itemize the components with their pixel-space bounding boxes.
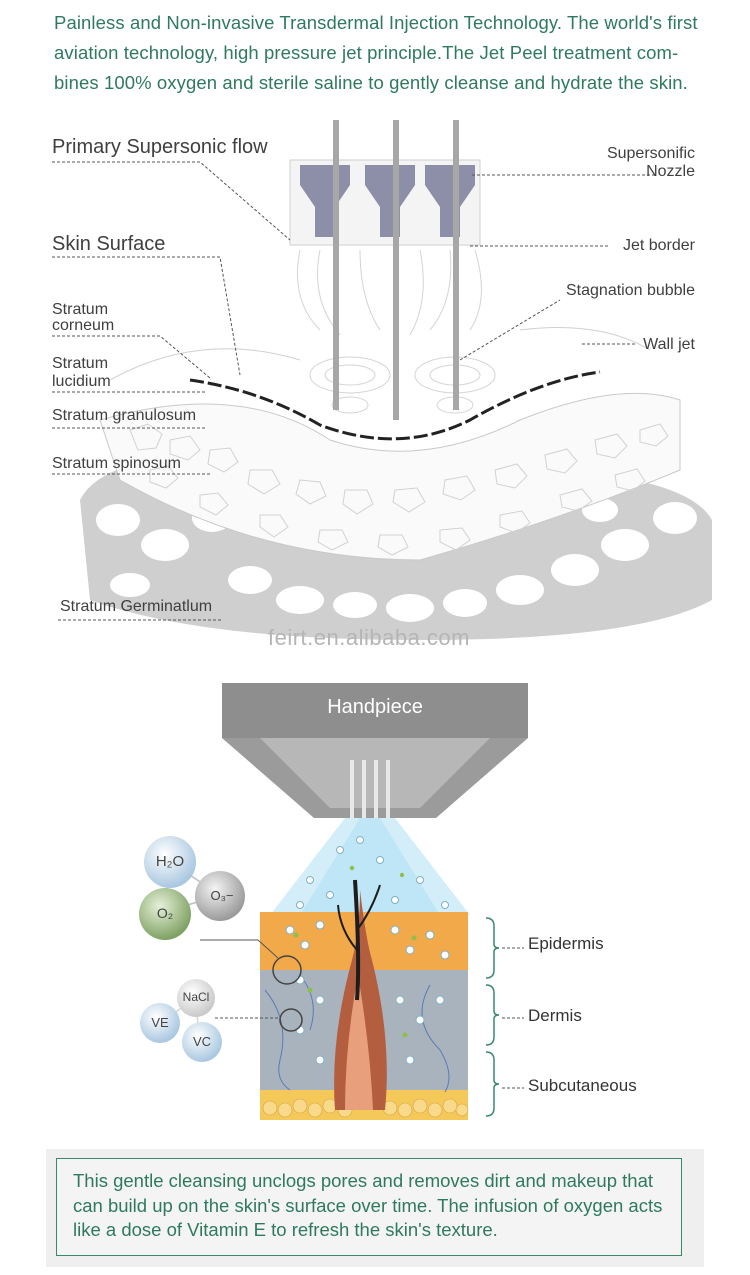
molecule-nacl: NaCl xyxy=(182,990,210,1004)
handpiece-label: Handpiece xyxy=(327,696,423,718)
label-stratum-spinosum: Stratum spinosum xyxy=(52,455,181,472)
label-nozzle-line2: Nozzle xyxy=(646,163,695,180)
jet-flow-lines xyxy=(297,249,496,414)
molecule-ve: VE xyxy=(151,1015,169,1030)
label-stratum-corneum-2: corneum xyxy=(52,317,115,334)
bottom-line: can build up on the skin's surface over … xyxy=(73,1194,663,1216)
label-stratum-corneum-1: Stratum xyxy=(52,301,109,318)
molecule-h2o: H₂O xyxy=(155,853,185,870)
skin-cross-section xyxy=(260,836,469,1120)
leader-lines xyxy=(52,161,655,621)
label-skin-surface: Skin Surface xyxy=(52,233,166,255)
skin-surface-curve xyxy=(109,327,651,441)
label-stratum-lucidium-1: Stratum xyxy=(52,355,109,372)
label-stratum-germinatlum: Stratum Germinatlum xyxy=(60,598,213,615)
label-stratum-granulosum: Stratum granulosum xyxy=(52,407,197,424)
molecule-spheres xyxy=(139,836,245,1062)
label-epidermis: Epidermis xyxy=(528,934,604,953)
handpiece-device xyxy=(222,683,528,818)
label-stratum-lucidium-2: lucidium xyxy=(52,373,111,390)
layer-brackets xyxy=(485,917,524,1117)
intro-line: aviation technology, high pressure jet p… xyxy=(54,42,679,63)
label-stagnation-bubble: Stagnation bubble xyxy=(566,282,695,299)
callout-lines xyxy=(200,939,303,1032)
bottom-info-panel: This gentle cleansing unclogs pores and … xyxy=(46,1149,704,1267)
cell-mesh-layer xyxy=(99,392,681,561)
nozzle-housing xyxy=(289,120,481,420)
intro-line: Painless and Non-invasive Transdermal In… xyxy=(54,12,698,33)
bottom-line: like a dose of Vitamin E to refresh the … xyxy=(73,1219,498,1240)
molecule-o2: O₂ xyxy=(156,905,174,921)
spray-cone xyxy=(270,818,470,915)
intro-line: bines 100% oxygen and sterile saline to … xyxy=(54,72,688,93)
intro-paragraph: Painless and Non-invasive Transdermal In… xyxy=(54,8,724,98)
label-dermis: Dermis xyxy=(528,1006,582,1025)
watermark-text: feirt.en.alibaba.com xyxy=(268,625,470,650)
label-primary-supersonic-flow: Primary Supersonic flow xyxy=(52,136,268,158)
label-jet-border: Jet border xyxy=(622,237,695,254)
label-subcutaneous: Subcutaneous xyxy=(528,1076,637,1095)
bottom-line: This gentle cleansing unclogs pores and … xyxy=(73,1170,654,1191)
molecule-vc: VC xyxy=(192,1034,212,1049)
label-wall-jet: Wall jet xyxy=(643,336,695,353)
label-nozzle-line1: Supersonific xyxy=(606,145,695,162)
bottom-info-text: This gentle cleansing unclogs pores and … xyxy=(56,1158,682,1256)
molecule-o3: O₃− xyxy=(210,888,234,903)
